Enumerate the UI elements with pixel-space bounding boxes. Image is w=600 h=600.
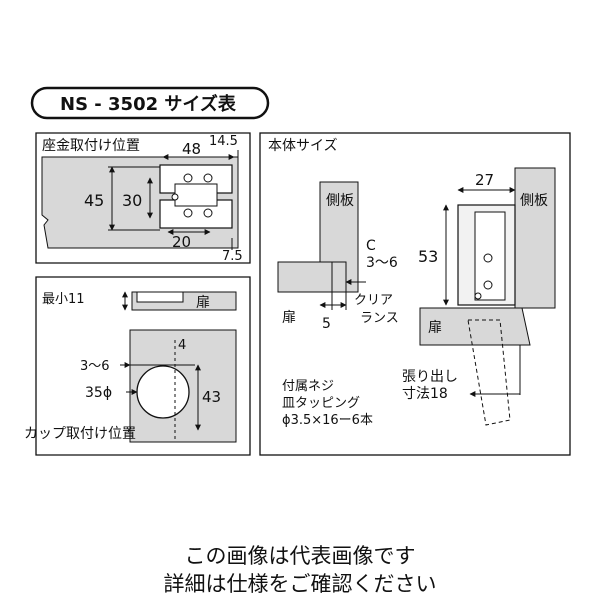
dim-48: 48 — [182, 140, 201, 158]
dim-7-5: 7.5 — [222, 249, 243, 264]
footer-line2: 詳細は仕様をご確認ください — [163, 572, 437, 596]
dim-20: 20 — [172, 233, 191, 251]
door-right: 扉 — [428, 320, 442, 336]
cup-hole — [136, 365, 190, 419]
dim-35dia: 35ϕ — [85, 385, 112, 401]
dim-14-5: 14.5 — [209, 134, 238, 149]
clearance-2: ランス — [360, 311, 399, 326]
cup-door-label: 扉 — [196, 295, 210, 311]
door-left: 扉 — [282, 310, 296, 326]
dim-3-6: 3～6 — [80, 359, 110, 374]
footer-line1: この画像は代表画像です — [184, 544, 416, 568]
plate-position-panel: 座金取付け位置 48 14.5 45 30 20 7.5 — [35, 132, 251, 264]
c-label: C — [366, 238, 376, 254]
side-panel-right: 側板 — [520, 193, 548, 209]
dim-30: 30 — [122, 191, 142, 210]
overhang-1: 張り出し — [402, 369, 458, 385]
side-panel-left: 側板 — [326, 193, 354, 209]
title-badge: NS - 3502 サイズ表 — [30, 86, 270, 120]
dim-4: 4 — [178, 338, 186, 353]
c-range: 3～6 — [366, 255, 398, 271]
body-heading: 本体サイズ — [268, 138, 338, 154]
body-size-panel: 本体サイズ 側板 扉 5 C 3～6 クリア ランス 側板 27 53 扉 — [259, 132, 571, 456]
screws-2: 皿タッピング — [282, 396, 360, 411]
dim-27: 27 — [475, 171, 494, 189]
plate-heading: 座金取付け位置 — [42, 138, 140, 154]
clearance-1: クリア — [354, 293, 393, 308]
cup-position-panel: 最小11 扉 4 3～6 35ϕ 43 カップ取付け位置 — [24, 276, 251, 456]
screws-1: 付属ネジ — [282, 379, 334, 394]
dim-45: 45 — [84, 191, 104, 210]
dim-43: 43 — [202, 388, 221, 406]
overhang-2: 寸法18 — [402, 386, 448, 402]
dim-53: 53 — [418, 247, 438, 266]
title-text: NS - 3502 サイズ表 — [60, 93, 237, 115]
screws-3: ϕ3.5×16ー6本 — [282, 413, 373, 428]
dim-5: 5 — [322, 316, 331, 332]
plate-middle — [174, 183, 218, 207]
cup-heading: カップ取付け位置 — [24, 426, 136, 442]
min-label: 最小11 — [42, 292, 85, 307]
